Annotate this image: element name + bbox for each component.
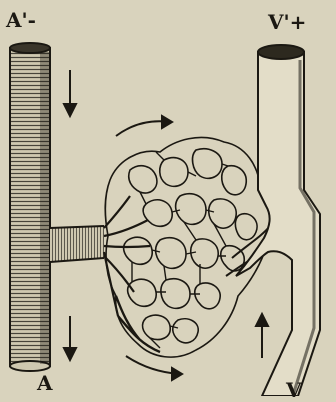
arteriole-branch (50, 196, 150, 316)
vein-arrow-up (256, 314, 268, 358)
artery-arrow-down-bottom (64, 316, 76, 360)
top-curved-arrow (116, 116, 172, 136)
artery-top-label: A'- (6, 10, 36, 30)
bottom-curved-arrow (126, 356, 182, 380)
artery-tube (10, 43, 50, 371)
vein-top-label: V'+ (268, 12, 306, 32)
vein-bottom-label: V (286, 380, 302, 400)
vein-tube (236, 45, 320, 396)
artery-bottom-label: A (37, 373, 53, 393)
artery-arrow-down-top (64, 70, 76, 116)
